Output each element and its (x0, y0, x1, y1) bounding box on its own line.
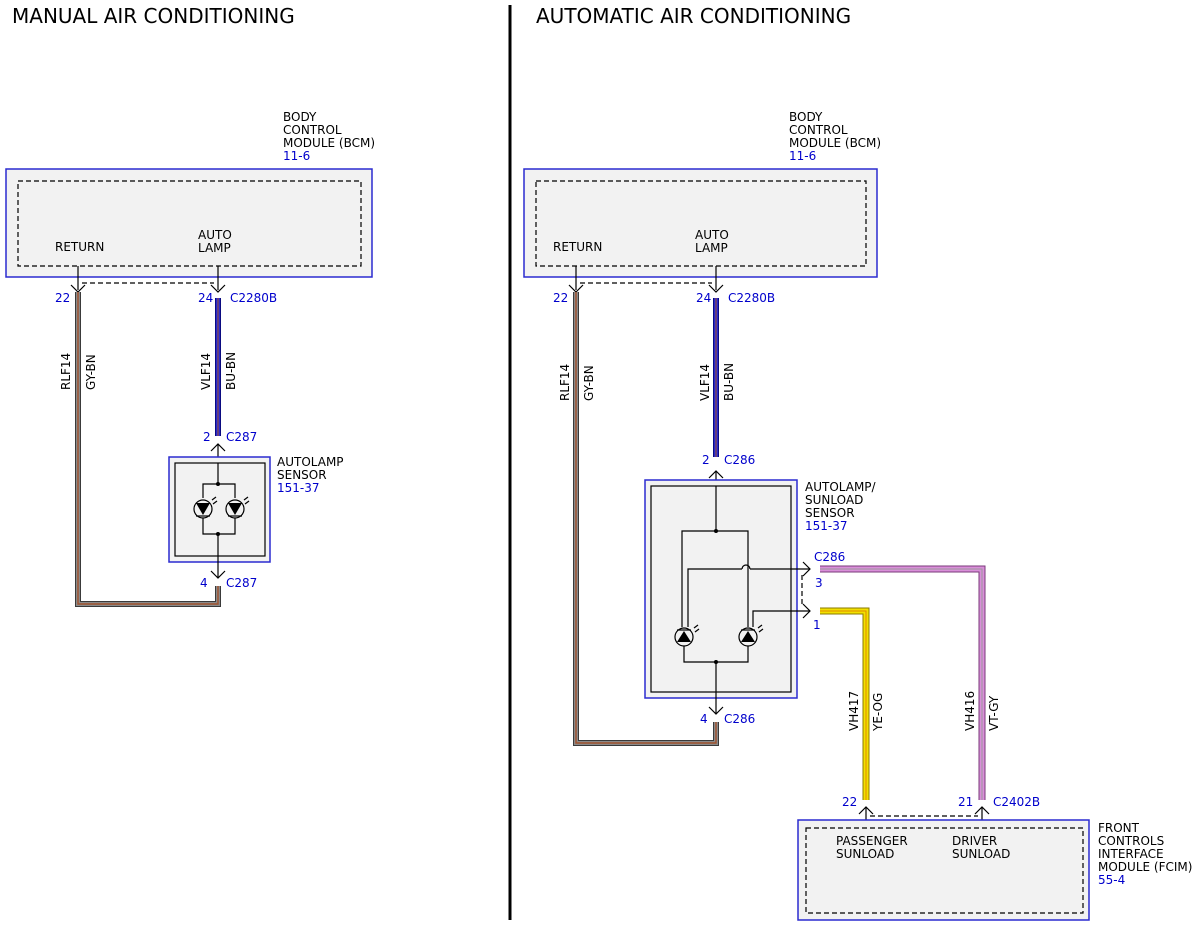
manual-rlf14-circuit: RLF14 (59, 353, 73, 390)
manual-autolamp-sensor: 2 C287 AUTOLAMP SENSOR 151-37 4 C287 (168, 430, 344, 590)
manual-bcm-label-2: CONTROL (283, 123, 342, 137)
manual-pin-24-arrow (210, 284, 226, 293)
manual-sensor-internal (174, 462, 266, 557)
manual-sensor-pin-2: 2 (203, 430, 211, 444)
auto-fcim-module: PASSENGER SUNLOAD DRIVER SUNLOAD FRONT C… (797, 819, 1192, 921)
auto-vh416-circuit: VH416 (963, 691, 977, 731)
auto-bcm-internal (535, 180, 867, 267)
auto-wire-vlf14: VLF14 BU-BN (698, 298, 736, 457)
auto-rlf14-color: GY-BN (582, 365, 596, 401)
fcim-connector-name: C2402B (993, 795, 1040, 809)
auto-connector-name: C2280B (728, 291, 775, 305)
manual-bcm-return-label: RETURN (55, 240, 104, 254)
manual-bcm-label-1: BODY (283, 110, 317, 124)
manual-pin-22: 22 (55, 291, 70, 305)
manual-vlf14-color: BU-BN (224, 352, 238, 390)
manual-sensor-conn-bottom: C287 (226, 576, 257, 590)
auto-sensor-label-2: SUNLOAD (805, 493, 863, 507)
manual-sensor-ref: 151-37 (277, 481, 320, 495)
manual-panel-title: MANUAL AIR CONDITIONING (12, 4, 295, 28)
auto-connector-c2402b: 22 21 C2402B (842, 795, 1040, 826)
manual-bcm-autolamp-label-2: LAMP (198, 241, 231, 255)
automatic-panel-title: AUTOMATIC AIR CONDITIONING (536, 4, 851, 28)
auto-bcm-autolamp-label-1: AUTO (695, 228, 729, 242)
auto-sensor-conn-side: C286 (814, 550, 845, 564)
manual-photodiode-right-icon (228, 503, 242, 515)
auto-rlf14-circuit: RLF14 (558, 364, 572, 401)
auto-autolamp-sunload-sensor: 2 C286 AUTOLAMP/ SUNLOAD SENS (644, 453, 877, 726)
manual-sensor-label-1: AUTOLAMP (277, 455, 344, 469)
auto-sensor-ref: 151-37 (805, 519, 848, 533)
auto-sensor-internal (650, 485, 792, 693)
manual-bcm-module: BODY CONTROL MODULE (BCM) 11-6 RETURN AU… (5, 110, 375, 278)
auto-wire-rlf14: RLF14 GY-BN (558, 292, 719, 746)
fcim-internal (805, 827, 1084, 914)
fcim-driver-label-1: DRIVER (952, 834, 997, 848)
auto-sensor-pin-2: 2 (702, 453, 710, 467)
manual-bcm-outline (5, 168, 373, 278)
manual-sensor-label-2: SENSOR (277, 468, 327, 482)
fcim-passenger-label-2: SUNLOAD (836, 847, 894, 861)
fcim-label-2: CONTROLS (1098, 834, 1164, 848)
fcim-pin-22: 22 (842, 795, 857, 809)
fcim-pin-21: 21 (958, 795, 973, 809)
manual-vlf14-circuit: VLF14 (199, 353, 213, 390)
fcim-ref: 55-4 (1098, 873, 1125, 887)
auto-vlf14-color: BU-BN (722, 363, 736, 401)
auto-connector-c2280b: 22 24 C2280B (553, 266, 775, 305)
auto-sensor-pin-4: 4 (700, 712, 708, 726)
auto-bcm-label-3: MODULE (BCM) (789, 136, 881, 150)
auto-sensor-pin-3: 3 (815, 576, 823, 590)
manual-wire-vlf14: VLF14 BU-BN (199, 298, 238, 436)
manual-pin-24: 24 (198, 291, 213, 305)
fcim-outline (797, 819, 1090, 921)
manual-bcm-label-3: MODULE (BCM) (283, 136, 375, 150)
auto-vlf14-circuit: VLF14 (698, 364, 712, 401)
auto-vh417-circuit: VH417 (847, 691, 861, 731)
manual-sensor-conn-top: C287 (226, 430, 257, 444)
auto-wire-vh417: VH417 YE-OG (820, 607, 885, 800)
auto-bcm-ref: 11-6 (789, 149, 816, 163)
manual-connector-c2280b: 22 24 C2280B (55, 266, 277, 305)
auto-sensor-label-3: SENSOR (805, 506, 855, 520)
manual-connector-name: C2280B (230, 291, 277, 305)
fcim-label-1: FRONT (1098, 821, 1140, 835)
auto-wire-vh416: VH416 VT-GY (820, 565, 1001, 800)
manual-bcm-autolamp-label-1: AUTO (198, 228, 232, 242)
auto-bcm-label-2: CONTROL (789, 123, 848, 137)
auto-bcm-module: BODY CONTROL MODULE (BCM) 11-6 RETURN AU… (523, 110, 881, 278)
auto-sensor-conn-top: C286 (724, 453, 755, 467)
auto-sensor-label-1: AUTOLAMP/ (805, 480, 877, 494)
manual-photodiode-left-icon (196, 503, 210, 515)
manual-bcm-ref: 11-6 (283, 149, 310, 163)
auto-vh417-color: YE-OG (871, 693, 885, 732)
fcim-driver-label-2: SUNLOAD (952, 847, 1010, 861)
manual-rlf14-color: GY-BN (84, 354, 98, 390)
auto-sensor-pin-1: 1 (813, 618, 821, 632)
auto-photodiode-right-icon (741, 631, 755, 642)
auto-bcm-return-label: RETURN (553, 240, 602, 254)
manual-bcm-internal (17, 180, 362, 267)
auto-bcm-outline (523, 168, 878, 278)
fcim-label-4: MODULE (FCIM) (1098, 860, 1192, 874)
auto-sensor-conn-bottom: C286 (724, 712, 755, 726)
manual-sensor-pin-4: 4 (200, 576, 208, 590)
auto-pin-24: 24 (696, 291, 711, 305)
auto-photodiode-left-icon (677, 631, 691, 642)
auto-vh416-color: VT-GY (987, 695, 1001, 731)
auto-bcm-label-1: BODY (789, 110, 823, 124)
manual-wire-rlf14: RLF14 GY-BN (59, 292, 221, 607)
fcim-passenger-label-1: PASSENGER (836, 834, 908, 848)
auto-bcm-autolamp-label-2: LAMP (695, 241, 728, 255)
auto-pin-22: 22 (553, 291, 568, 305)
fcim-label-3: INTERFACE (1098, 847, 1164, 861)
